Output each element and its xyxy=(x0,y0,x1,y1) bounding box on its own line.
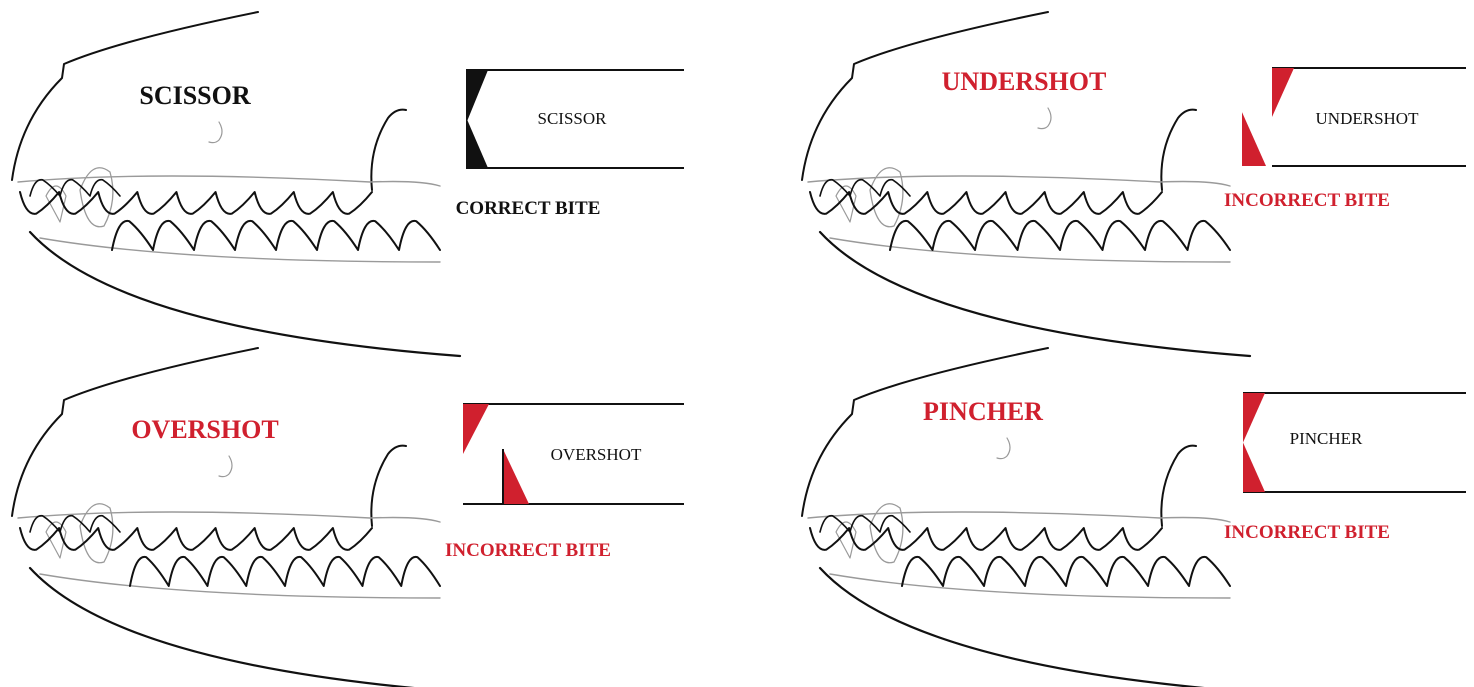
upper-gum-line xyxy=(808,512,1230,522)
title-pointer xyxy=(219,456,232,477)
bite-verdict-label: INCORRECT BITE xyxy=(1224,522,1390,543)
panel-pincher: PINCHER PINCHER INCORRECT BITE xyxy=(802,348,1466,687)
indicator-label: UNDERSHOT xyxy=(1316,109,1420,128)
jaw-drawing-undershot xyxy=(802,12,1250,356)
front-teeth-row xyxy=(820,180,910,196)
jaw-drawing-overshot xyxy=(12,348,460,687)
bite-title: OVERSHOT xyxy=(131,415,278,444)
upper-jaw-back-outline xyxy=(371,110,406,190)
upper-gum-line xyxy=(18,512,440,522)
bite-marker-lower xyxy=(1242,112,1266,166)
indicator-label: SCISSOR xyxy=(538,109,608,128)
upper-jaw-back-outline xyxy=(1161,110,1196,190)
lower-gum-line xyxy=(40,238,440,262)
panel-undershot: UNDERSHOT UNDERSHOT INCORRECT BITE xyxy=(802,12,1466,356)
front-teeth-row xyxy=(30,516,120,532)
lower-teeth-row xyxy=(130,557,440,586)
upper-teeth-row xyxy=(810,192,1162,214)
indicator-label: OVERSHOT xyxy=(551,445,642,464)
bite-marker-upper xyxy=(1243,393,1265,443)
bite-marker-lower xyxy=(503,449,529,504)
upper-jaw-back-outline xyxy=(1161,446,1196,526)
bite-verdict-label: CORRECT BITE xyxy=(456,198,601,219)
jaw-drawing-scissor xyxy=(12,12,460,356)
lower-teeth-row xyxy=(890,221,1230,250)
upper-gum-line xyxy=(808,176,1230,186)
lower-teeth-row xyxy=(112,221,440,250)
title-pointer xyxy=(1038,108,1051,129)
upper-teeth-row xyxy=(20,528,372,550)
lower-jaw-outline xyxy=(820,568,1250,687)
lower-teeth-row xyxy=(902,557,1230,586)
lower-jaw-outline xyxy=(820,232,1250,356)
upper-jaw-back-outline xyxy=(371,446,406,526)
upper-teeth-row xyxy=(20,192,372,214)
bite-marker-upper xyxy=(1272,68,1294,117)
indicator-label: PINCHER xyxy=(1290,429,1363,448)
bite-title: UNDERSHOT xyxy=(942,67,1107,96)
upper-teeth-row xyxy=(810,528,1162,550)
panel-scissor: SCISSOR SCISSOR CORRECT BITE xyxy=(12,12,684,356)
bite-marker-lower xyxy=(466,117,488,168)
front-teeth-row xyxy=(30,180,120,196)
front-teeth-row xyxy=(820,516,910,532)
upper-gum-line xyxy=(18,176,440,186)
title-pointer xyxy=(209,122,222,143)
bite-marker-upper xyxy=(463,404,489,454)
lower-jaw-outline xyxy=(30,232,460,356)
bite-marker-upper xyxy=(466,70,488,124)
bite-title: SCISSOR xyxy=(139,81,250,110)
bite-verdict-label: INCORRECT BITE xyxy=(445,540,611,561)
lower-gum-line xyxy=(830,574,1230,598)
upper-jaw-outline xyxy=(802,12,1048,180)
bite-marker-lower xyxy=(1243,443,1265,493)
title-pointer xyxy=(997,438,1010,459)
bite-title: PINCHER xyxy=(923,397,1043,426)
upper-jaw-outline xyxy=(802,348,1048,516)
panel-overshot: OVERSHOT OVERSHOT INCORRECT BITE xyxy=(12,348,684,687)
bite-verdict-label: INCORRECT BITE xyxy=(1224,190,1390,211)
